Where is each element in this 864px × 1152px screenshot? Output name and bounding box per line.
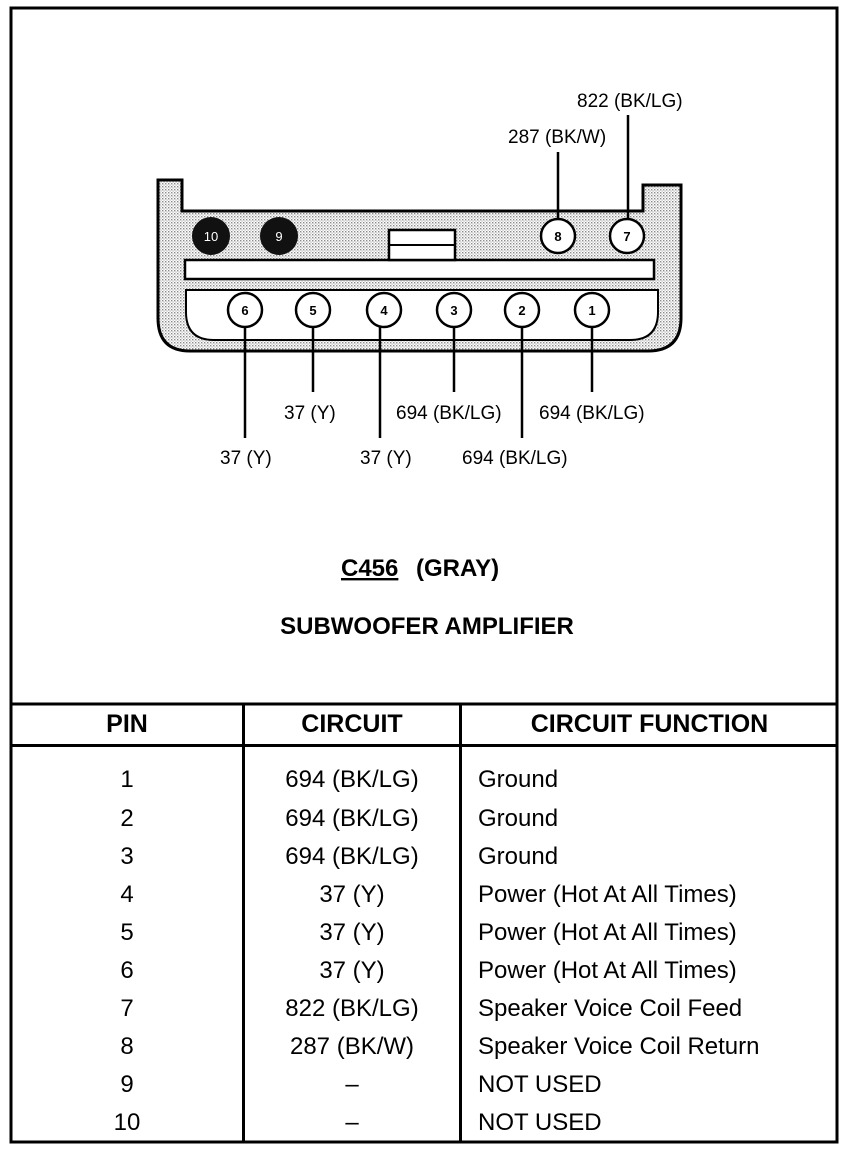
svg-text:8: 8 [554, 229, 561, 244]
cell-pin: 6 [12, 951, 245, 990]
table-row: 7 822 (BK/LG) Speaker Voice Coil Feed [12, 989, 837, 1028]
connector-color: (GRAY) [416, 555, 499, 582]
table-row: 5 37 (Y) Power (Hot At All Times) [12, 913, 837, 952]
cell-pin: 2 [12, 799, 245, 838]
svg-text:5: 5 [309, 303, 316, 318]
pin-6: 6 [226, 291, 264, 329]
cell-circuit: 694 (BK/LG) [243, 799, 462, 838]
svg-text:10: 10 [204, 229, 218, 244]
cell-pin: 4 [12, 875, 245, 914]
svg-text:6: 6 [241, 303, 248, 318]
wire-label-pin1: 694 (BK/LG) [539, 403, 645, 424]
svg-text:4: 4 [380, 303, 388, 318]
table-row: 2 694 (BK/LG) Ground [12, 799, 837, 838]
pin-5: 5 [294, 291, 332, 329]
header-circuit: CIRCUIT [243, 704, 462, 747]
outer-frame [9, 6, 839, 1144]
connector-slot [183, 258, 656, 281]
cell-circuit: – [243, 1065, 462, 1104]
wire-label-pin7: 822 (BK/LG) [577, 91, 683, 112]
wire-label-pin3: 694 (BK/LG) [396, 403, 502, 424]
table-row: 8 287 (BK/W) Speaker Voice Coil Return [12, 1027, 837, 1066]
pin-9: 9 [260, 217, 298, 255]
pin-10: 10 [192, 217, 230, 255]
header-pin: PIN [12, 704, 245, 747]
wire-label-pin4: 37 (Y) [360, 448, 412, 469]
table-header-row: PIN CIRCUIT CIRCUIT FUNCTION [12, 704, 837, 747]
cell-function: Ground [478, 842, 559, 870]
pin-3: 3 [435, 291, 473, 329]
leader-lines [243, 115, 630, 438]
table-row: 1 694 (BK/LG) Ground [12, 745, 837, 800]
cell-circuit: 37 (Y) [243, 913, 462, 952]
wire-label-pin8: 287 (BK/W) [508, 127, 606, 148]
cell-circuit: 822 (BK/LG) [243, 989, 462, 1028]
cell-circuit: 694 (BK/LG) [243, 745, 462, 800]
cell-function: Power (Hot At All Times) [478, 956, 737, 984]
cell-function: NOT USED [478, 1108, 602, 1136]
cell-circuit: 37 (Y) [243, 875, 462, 914]
svg-text:2: 2 [518, 303, 525, 318]
svg-text:1: 1 [588, 303, 595, 318]
cell-pin: 1 [12, 745, 245, 800]
cell-circuit: 694 (BK/LG) [243, 837, 462, 876]
cell-function: Ground [478, 804, 559, 832]
cell-pin: 7 [12, 989, 245, 1028]
table-row: 4 37 (Y) Power (Hot At All Times) [12, 875, 837, 914]
cell-pin: 9 [12, 1065, 245, 1104]
wire-label-pin2: 694 (BK/LG) [462, 448, 568, 469]
wire-label-pin5: 37 (Y) [284, 403, 336, 424]
cell-pin: 10 [12, 1103, 245, 1142]
table-row: 10 – NOT USED [12, 1103, 837, 1142]
connector-id: C456 [341, 555, 398, 582]
cell-function: Power (Hot At All Times) [478, 880, 737, 908]
table-row: 3 694 (BK/LG) Ground [12, 837, 837, 876]
cell-function: Power (Hot At All Times) [478, 918, 737, 946]
cell-function: Speaker Voice Coil Return [478, 1032, 760, 1060]
svg-text:7: 7 [623, 229, 630, 244]
cell-pin: 3 [12, 837, 245, 876]
wire-label-pin6: 37 (Y) [220, 448, 272, 469]
cell-function: Ground [478, 766, 559, 794]
svg-text:3: 3 [450, 303, 457, 318]
cell-function: Speaker Voice Coil Feed [478, 994, 743, 1022]
cell-circuit: 287 (BK/W) [243, 1027, 462, 1066]
pin-8: 8 [539, 217, 577, 255]
cell-circuit: 37 (Y) [243, 951, 462, 990]
pin-table: PIN CIRCUIT CIRCUIT FUNCTION 1 694 (BK/L… [12, 704, 837, 1142]
component-name: SUBWOOFER AMPLIFIER [280, 613, 574, 640]
table-row: 9 – NOT USED [12, 1065, 837, 1104]
cell-circuit: – [243, 1103, 462, 1142]
pin-2: 2 [503, 291, 541, 329]
pin-7: 7 [608, 217, 646, 255]
pin-1: 1 [573, 291, 611, 329]
header-circuit-function: CIRCUIT FUNCTION [460, 704, 837, 747]
cell-pin: 5 [12, 913, 245, 952]
svg-text:9: 9 [275, 229, 282, 244]
cell-function: NOT USED [478, 1070, 602, 1098]
pin-4: 4 [365, 291, 403, 329]
cell-pin: 8 [12, 1027, 245, 1066]
table-row: 6 37 (Y) Power (Hot At All Times) [12, 951, 837, 990]
